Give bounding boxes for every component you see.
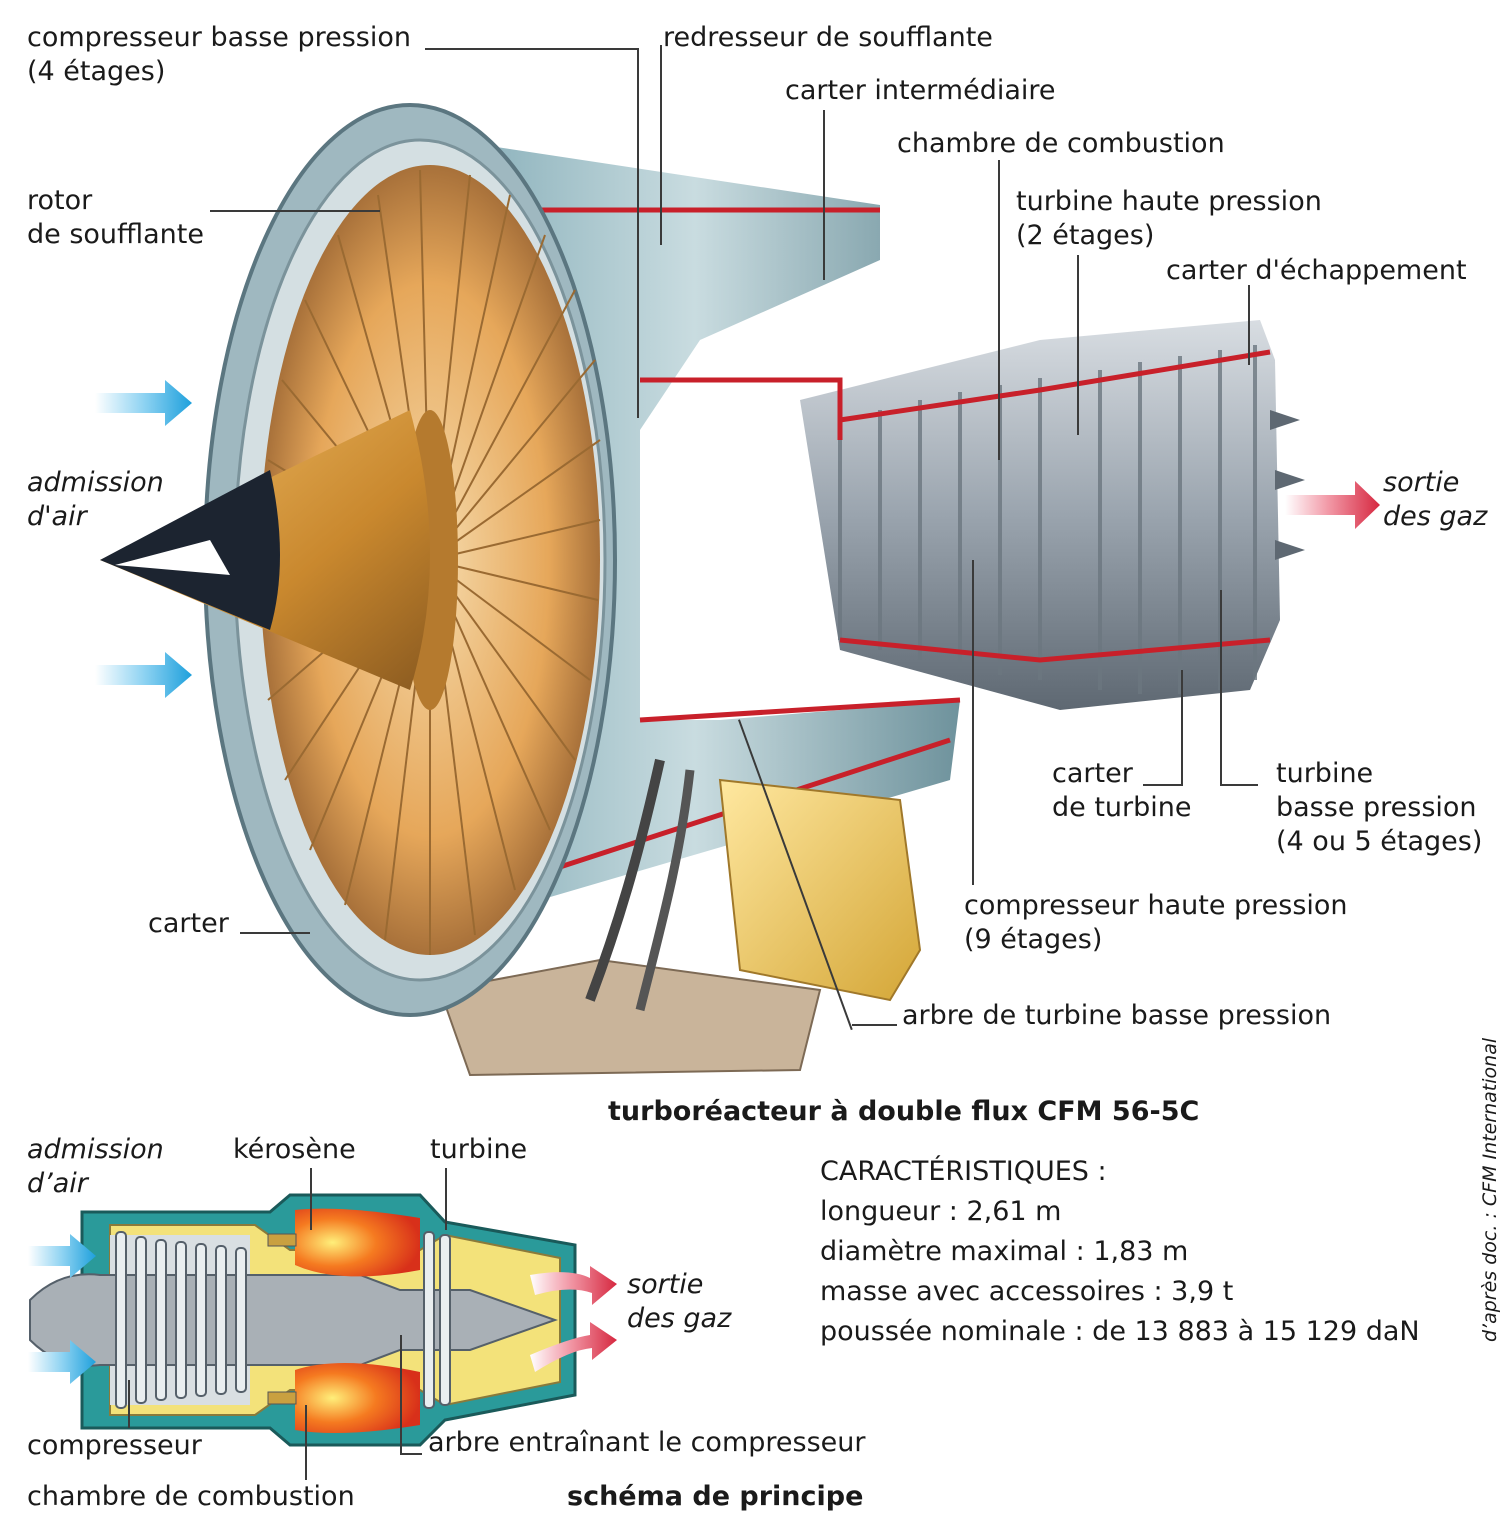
leader-hp-turbine-v xyxy=(1077,255,1079,435)
leader-lp-compressor-h xyxy=(425,48,638,50)
specifications: CARACTÉRISTIQUES : longueur : 2,61 m dia… xyxy=(820,1152,1420,1352)
label-hp-turbine-line1: turbine haute pression xyxy=(1016,186,1322,217)
schem-label-shaft: arbre entraînant le compresseur xyxy=(428,1427,866,1458)
leader-lp-compressor-v xyxy=(637,48,639,418)
schem-label-air-intake-line1: admission xyxy=(27,1134,164,1165)
leader-turbine-case-v xyxy=(1181,670,1183,786)
leader-lp-turbine-v xyxy=(1220,590,1222,786)
schem-label-air-intake: admission d’air xyxy=(27,1133,164,1201)
schematic-title: schéma de principe xyxy=(567,1481,864,1512)
specs-thrust: poussée nominale : de 13 883 à 15 129 da… xyxy=(820,1316,1420,1347)
main-diagram-title: turboréacteur à double flux CFM 56-5C xyxy=(608,1096,1200,1127)
label-hp-compressor: compresseur haute pression (9 étages) xyxy=(964,889,1348,957)
schematic-drawing xyxy=(28,1193,617,1447)
label-lp-compressor-line2: (4 étages) xyxy=(27,56,166,87)
leader-lp-turbine-h xyxy=(1220,784,1258,786)
label-lp-compressor: compresseur basse pression (4 étages) xyxy=(27,21,411,89)
label-lp-compressor-line1: compresseur basse pression xyxy=(27,22,411,53)
leader-hp-compressor-v xyxy=(972,560,974,885)
leader-exhaust-v xyxy=(1248,285,1250,365)
label-turbine-case: carter de turbine xyxy=(1052,757,1192,825)
leader-casing xyxy=(240,932,310,934)
spinner-cone xyxy=(100,410,458,710)
label-air-intake-line2: d'air xyxy=(27,501,87,532)
leader-shaft-h xyxy=(400,1453,422,1455)
label-turbine-case-line1: carter xyxy=(1052,758,1133,789)
schem-label-combustion: chambre de combustion xyxy=(27,1481,355,1512)
label-turbine-case-line2: de turbine xyxy=(1052,792,1192,823)
label-hp-turbine-line2: (2 étages) xyxy=(1016,220,1155,251)
accessory-tank xyxy=(438,758,922,1077)
label-lp-turbine-line2: basse pression xyxy=(1276,792,1477,823)
leader-shaft-v xyxy=(400,1335,402,1455)
leader-fan-stator-v xyxy=(660,45,662,245)
label-gas-exit-line1: sortie xyxy=(1383,467,1460,498)
leader-compressor-v xyxy=(128,1380,130,1428)
schem-label-air-intake-line2: d’air xyxy=(27,1168,88,1199)
specs-heading: CARACTÉRISTIQUES : xyxy=(820,1156,1107,1187)
label-gas-exit: sortie des gaz xyxy=(1383,466,1487,534)
label-lp-turbine-line3: (4 ou 5 étages) xyxy=(1276,826,1483,857)
leader-lp-shaft-h xyxy=(852,1024,897,1026)
label-fan-stator: redresseur de soufflante xyxy=(663,22,993,53)
schem-label-compressor: compresseur xyxy=(27,1430,202,1461)
main-inlet-arrows xyxy=(95,380,192,698)
label-air-intake: admission d'air xyxy=(27,466,164,534)
specs-length: longueur : 2,61 m xyxy=(820,1196,1062,1227)
label-air-intake-line1: admission xyxy=(27,467,164,498)
label-gas-exit-line2: des gaz xyxy=(1383,501,1488,532)
schem-label-turbine: turbine xyxy=(430,1134,528,1165)
specs-diameter: diamètre maximal : 1,83 m xyxy=(820,1236,1189,1267)
leader-combustion-v xyxy=(998,160,1000,460)
label-intermediate-case: carter intermédiaire xyxy=(785,75,1056,106)
leader-intermediate-case-v xyxy=(823,110,825,280)
engine-core xyxy=(800,320,1305,710)
label-lp-turbine-line1: turbine xyxy=(1276,758,1374,789)
leader-combustion-schem-v xyxy=(305,1405,307,1480)
label-fan-rotor-line2: de soufflante xyxy=(27,219,204,250)
label-hp-compressor-line2: (9 étages) xyxy=(964,924,1103,955)
leader-turbine-case-h xyxy=(1143,784,1183,786)
label-fan-rotor: rotor de soufflante xyxy=(27,184,204,252)
label-combustion-chamber: chambre de combustion xyxy=(897,128,1225,159)
schem-label-kerosene: kérosène xyxy=(233,1134,356,1165)
credit-line: d’après doc. : CFM International xyxy=(1479,1037,1501,1342)
leader-kerosene-v xyxy=(310,1168,312,1230)
label-fan-rotor-line1: rotor xyxy=(27,185,93,216)
label-casing: carter xyxy=(148,908,229,939)
label-exhaust-case: carter d'échappement xyxy=(1166,255,1467,286)
schem-label-gas-exit-line2: des gaz xyxy=(627,1303,732,1334)
specs-mass: masse avec accessoires : 3,9 t xyxy=(820,1276,1234,1307)
leader-fan-rotor xyxy=(210,210,380,212)
label-hp-compressor-line1: compresseur haute pression xyxy=(964,890,1348,921)
leader-turbine-v xyxy=(445,1168,447,1230)
label-lp-turbine: turbine basse pression (4 ou 5 étages) xyxy=(1276,757,1482,859)
label-lp-shaft: arbre de turbine basse pression xyxy=(902,1000,1332,1031)
schem-label-gas-exit-line1: sortie xyxy=(627,1269,704,1300)
label-hp-turbine: turbine haute pression (2 étages) xyxy=(1016,185,1322,253)
schem-label-gas-exit: sortie des gaz xyxy=(627,1268,731,1336)
main-exit-arrow xyxy=(1285,481,1380,529)
